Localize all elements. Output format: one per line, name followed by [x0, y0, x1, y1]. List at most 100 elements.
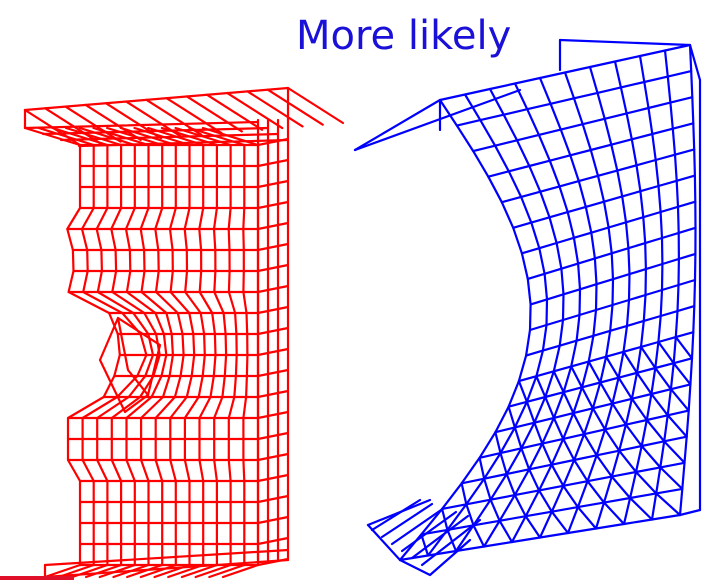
- mesh-line: [77, 138, 290, 148]
- mesh-line: [64, 126, 123, 147]
- mesh-line: [460, 482, 468, 506]
- mesh-line: [366, 523, 472, 577]
- mesh-line: [562, 437, 576, 462]
- mesh-line: [517, 380, 529, 403]
- mesh-line: [544, 395, 555, 419]
- wireframe-mesh-red-icon: [23, 86, 345, 579]
- mesh-line: [256, 410, 290, 420]
- mesh-line: [524, 515, 542, 539]
- mesh-line: [256, 536, 290, 546]
- mesh-line: [256, 221, 290, 231]
- mesh-line: [208, 563, 246, 579]
- mesh-line: [43, 563, 82, 579]
- mesh-line: [489, 498, 501, 522]
- mesh-line: [205, 93, 264, 131]
- mesh-line: [520, 447, 531, 471]
- mesh-line: [599, 381, 614, 405]
- corner-mark: [0, 576, 74, 580]
- mesh-line: [446, 528, 458, 553]
- mesh-line: [654, 366, 673, 391]
- mesh-line: [256, 515, 290, 525]
- mesh-line: [580, 386, 595, 410]
- mesh-line: [185, 95, 243, 133]
- mesh-line: [674, 336, 694, 360]
- mesh-line: [266, 88, 324, 126]
- mesh-line: [286, 86, 345, 125]
- mesh-line: [529, 252, 697, 306]
- mesh-line: [256, 158, 290, 168]
- mesh-line: [256, 284, 290, 294]
- mesh-line: [84, 103, 142, 142]
- mesh-line: [44, 107, 102, 145]
- mesh-line: [494, 431, 502, 455]
- mesh-line: [672, 362, 692, 386]
- mesh-line: [603, 428, 621, 452]
- mesh-line: [562, 391, 575, 415]
- mesh-line: [125, 100, 183, 138]
- mesh-line: [41, 126, 270, 136]
- mesh-line: [583, 433, 598, 457]
- mesh-line: [630, 397, 648, 422]
- mesh-line: [650, 392, 669, 417]
- mesh-line: [23, 108, 82, 147]
- mesh-line: [605, 355, 620, 379]
- mesh-line: [528, 468, 541, 492]
- mesh-line: [525, 400, 536, 424]
- mesh-line: [537, 489, 553, 513]
- mesh-line: [64, 105, 122, 143]
- mesh-line: [541, 442, 553, 466]
- mesh-line: [165, 97, 223, 135]
- mesh-line: [595, 454, 613, 478]
- mesh-line: [634, 470, 658, 495]
- mesh-line: [552, 370, 565, 394]
- mesh-line: [535, 375, 547, 399]
- mesh-line: [59, 132, 280, 142]
- mesh-line: [507, 405, 516, 429]
- mesh-line: [353, 88, 522, 152]
- mesh-line: [390, 506, 446, 546]
- mesh-line: [663, 440, 686, 464]
- wireframe-mesh-blue-icon: [353, 38, 702, 577]
- mesh-line: [639, 345, 657, 370]
- mesh-line: [221, 563, 260, 579]
- mesh-line: [645, 418, 666, 443]
- mesh-line: [256, 494, 290, 504]
- mesh-line: [678, 508, 702, 517]
- mesh-line: [587, 360, 602, 384]
- mesh-line: [472, 524, 486, 548]
- mesh-line: [655, 492, 682, 517]
- mesh-line: [657, 340, 675, 365]
- mesh-line: [116, 316, 150, 397]
- mesh-line: [562, 484, 580, 509]
- mesh-line: [610, 475, 632, 500]
- mesh-line: [478, 456, 486, 480]
- mesh-line: [256, 263, 290, 273]
- mesh-line: [256, 305, 290, 315]
- mesh-line: [688, 43, 702, 82]
- mesh-line: [552, 416, 565, 440]
- mesh-line: [43, 558, 290, 579]
- mesh-line: [226, 91, 284, 130]
- mesh-line: [256, 200, 290, 210]
- mesh-line: [512, 174, 697, 229]
- mesh-line: [513, 426, 523, 450]
- mesh-line: [524, 305, 696, 357]
- mesh-line: [400, 510, 458, 553]
- mesh-line: [472, 96, 694, 153]
- mesh-line: [78, 126, 136, 147]
- mesh-line: [438, 43, 692, 102]
- mesh-line: [256, 326, 290, 336]
- mesh-line: [602, 501, 626, 526]
- mesh-line: [139, 563, 177, 579]
- mesh-line: [256, 179, 290, 189]
- mesh-line: [246, 90, 304, 128]
- mesh-line: [624, 423, 643, 448]
- mesh-line: [628, 496, 654, 521]
- mesh-line: [145, 98, 203, 136]
- mesh-line: [256, 431, 290, 441]
- mesh-line: [591, 407, 607, 431]
- mesh-line: [256, 242, 290, 252]
- mesh-line: [104, 102, 163, 140]
- mesh-line: [256, 452, 290, 462]
